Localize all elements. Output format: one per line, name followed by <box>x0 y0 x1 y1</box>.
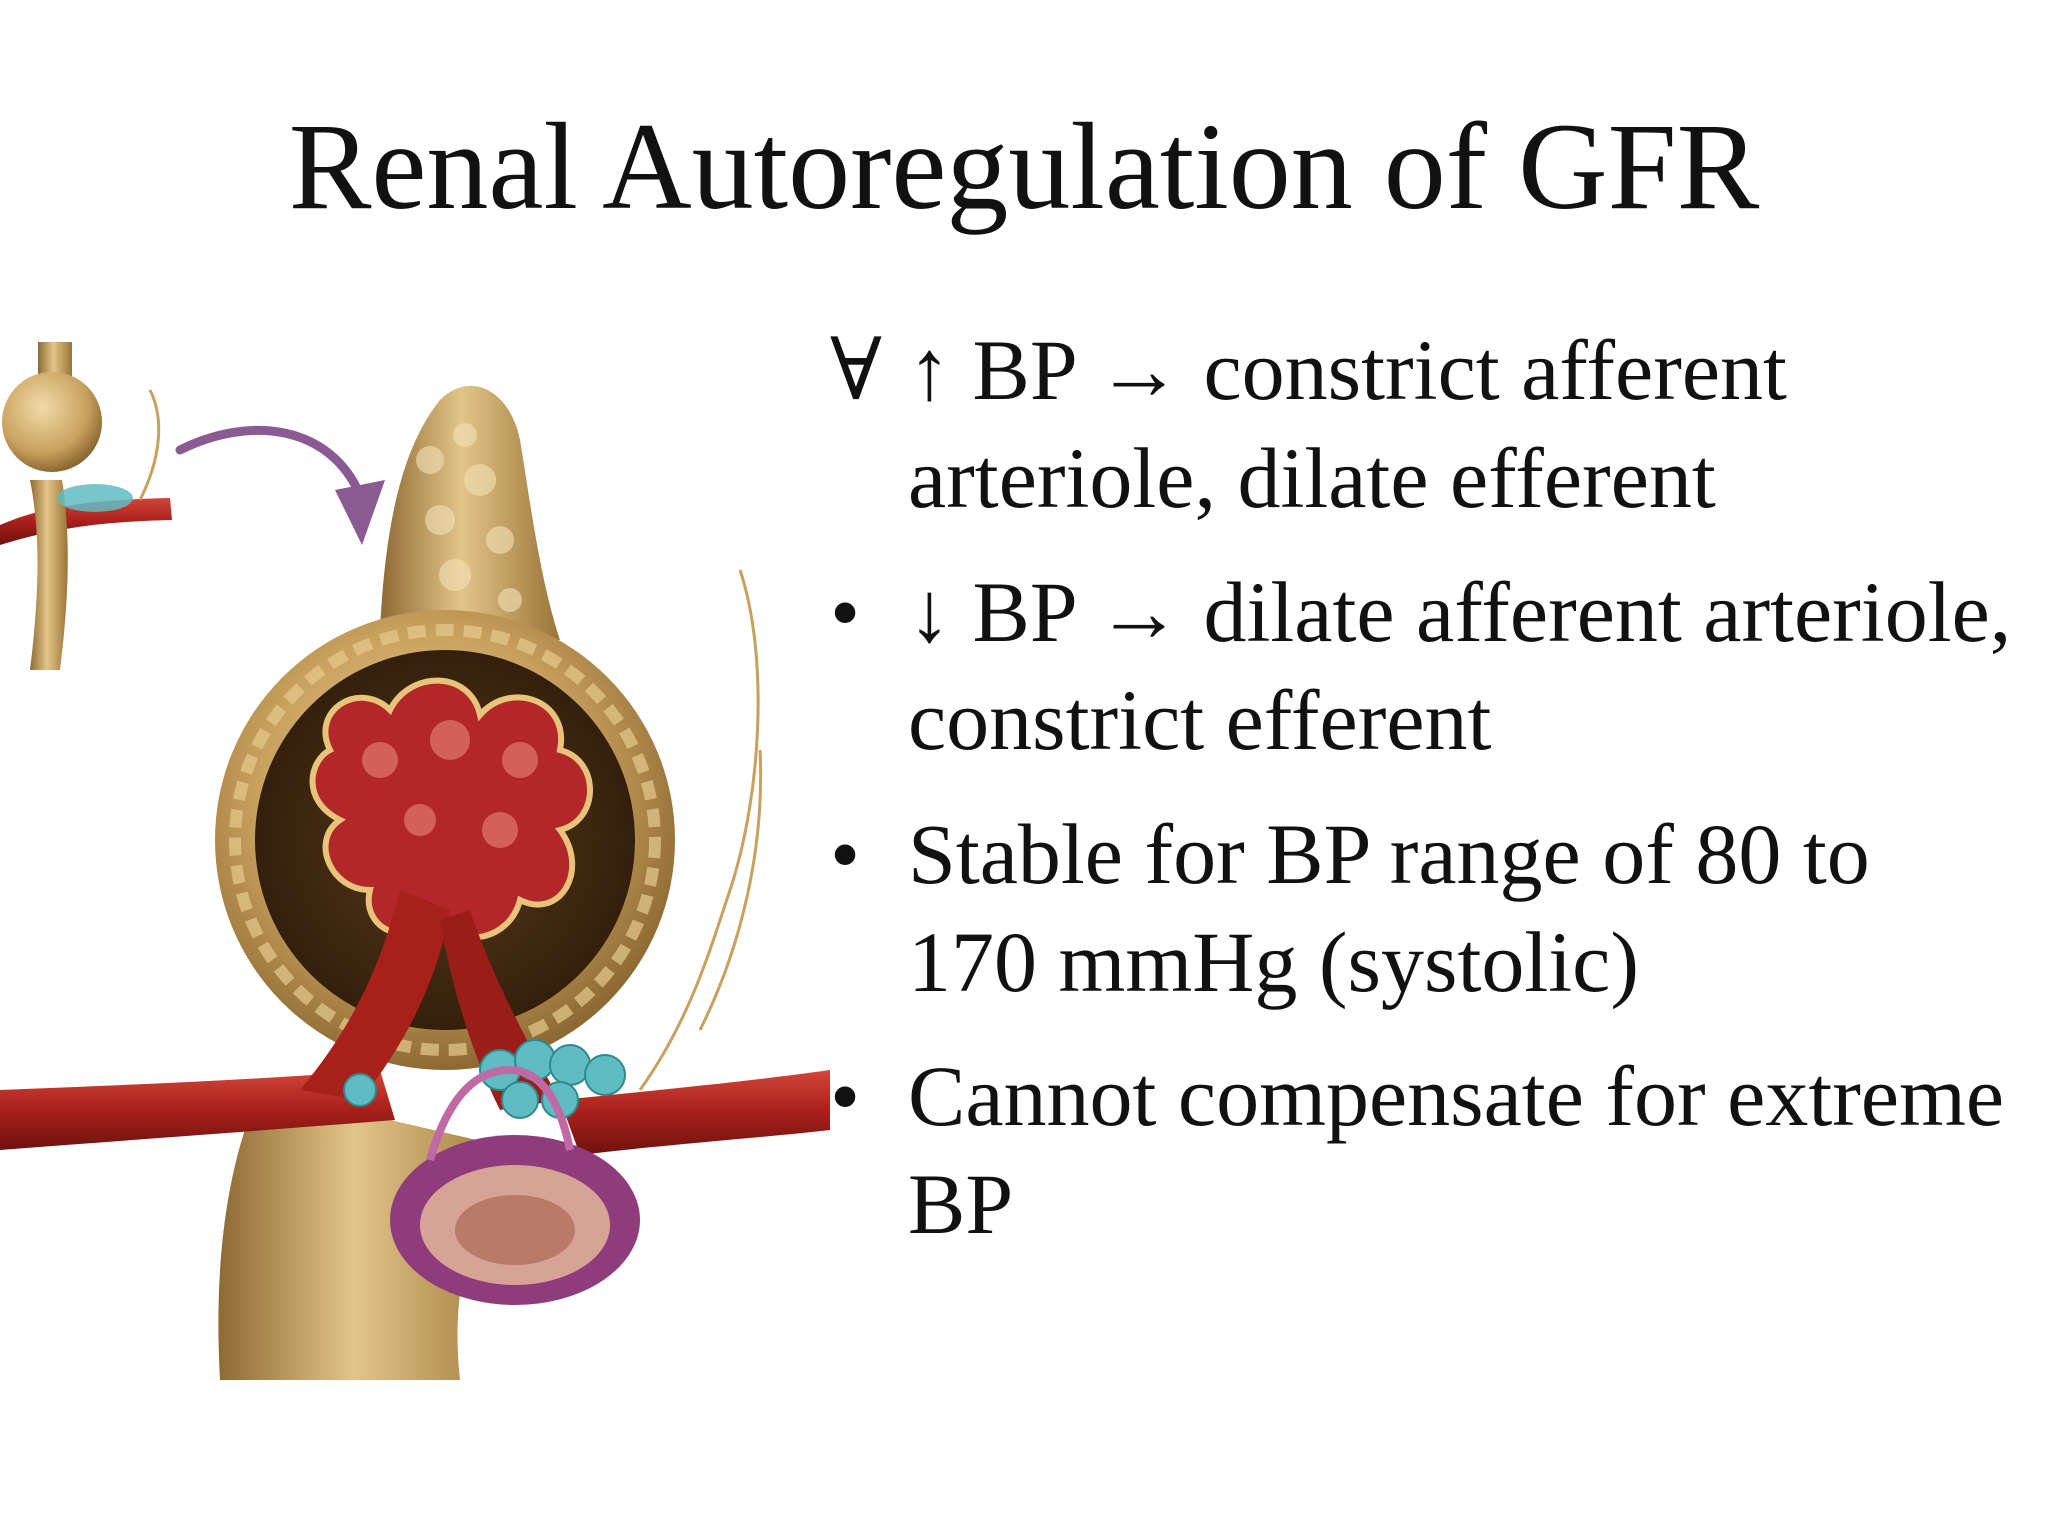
macula-densa <box>390 1065 640 1305</box>
slide-title: Renal Autoregulation of GFR <box>288 98 1760 235</box>
bullet-list: ∀ ↑ BP → constrict afferent arteriole, d… <box>830 316 2020 1284</box>
bullet-text: Cannot compensate for extreme BP <box>908 1048 2005 1252</box>
afferent-arteriole <box>0 1070 395 1150</box>
bullet-text: ↓ BP → dilate afferent arteriole, constr… <box>908 564 2012 768</box>
bullet-marker: ∀ <box>830 322 882 418</box>
inset-corpuscle <box>0 342 172 670</box>
bullet-text: Stable for BP range of 80 to 170 mmHg (s… <box>908 806 1870 1010</box>
bullet-text: ↑ BP → constrict afferent arteriole, dil… <box>908 322 1787 526</box>
efferent-arteriole <box>560 1070 830 1155</box>
bullet-marker: • <box>830 806 861 902</box>
bullet-item: ∀ ↑ BP → constrict afferent arteriole, d… <box>830 316 2020 532</box>
proximal-tubule <box>380 385 560 640</box>
bullet-marker: • <box>830 1048 861 1144</box>
curved-arrow-icon <box>175 425 385 545</box>
bullet-item: • Stable for BP range of 80 to 170 mmHg … <box>830 800 2020 1016</box>
bullet-item: • ↓ BP → dilate afferent arteriole, cons… <box>830 558 2020 774</box>
bullet-item: • Cannot compensate for extreme BP <box>830 1042 2020 1258</box>
renal-corpuscle-illustration <box>0 342 830 1380</box>
bullet-marker: • <box>830 564 861 660</box>
glomerulus <box>300 677 593 1110</box>
